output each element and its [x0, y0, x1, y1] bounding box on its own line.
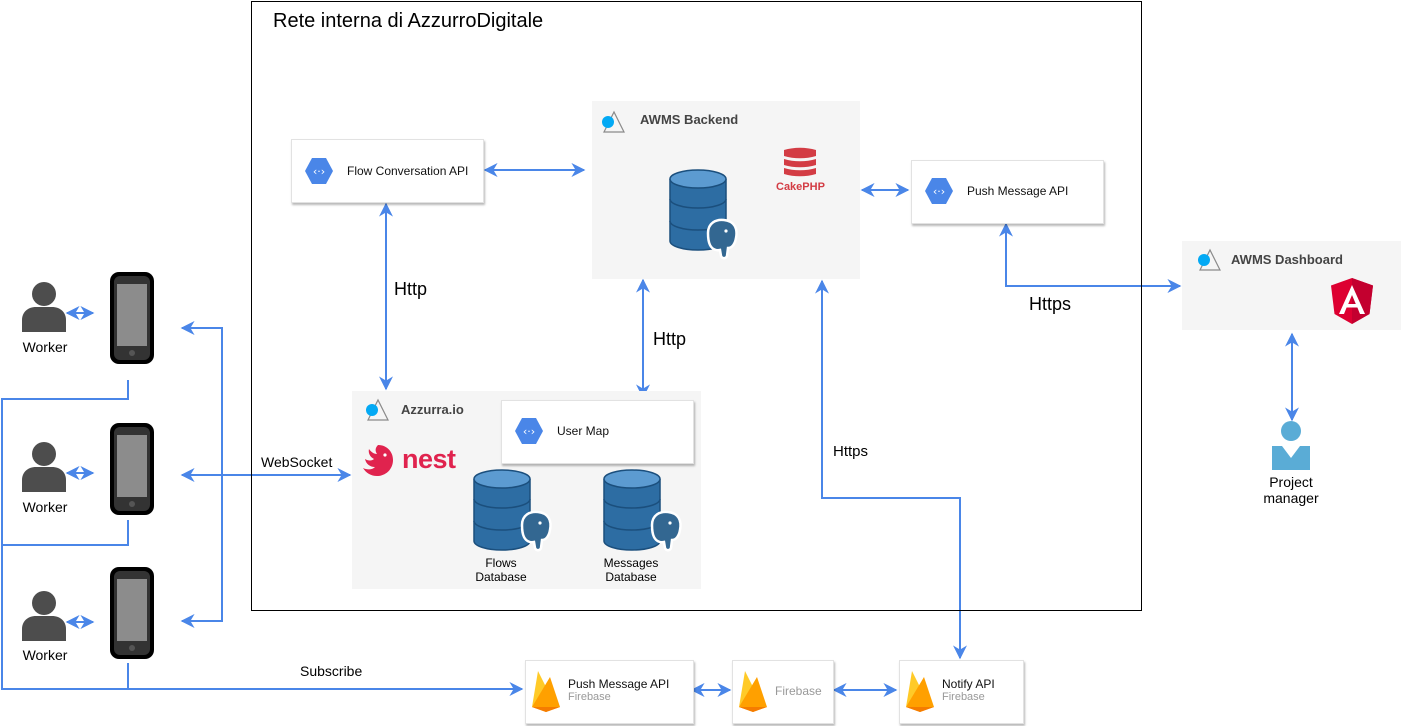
firebase-flame-icon — [906, 671, 934, 712]
api-hexagon-icon: ‹·› — [515, 418, 543, 444]
user-map-card[interactable]: ‹·› User Map — [501, 400, 694, 464]
flows-database-label-line2: Database — [475, 570, 527, 584]
notify-api-card[interactable]: Notify API Firebase — [899, 660, 1024, 724]
gcp-zone-icon — [1198, 248, 1221, 271]
worker-person-icon — [22, 591, 66, 641]
messages-database-label-line1: Messages — [603, 556, 659, 570]
firebase-core-card[interactable]: Firebase — [732, 660, 834, 724]
push-message-api-label: Push Message API — [967, 184, 1069, 198]
internal-network-frame: Rete interna di AzzurroDigitale — [251, 1, 1142, 611]
awms-dashboard-title: AWMS Dashboard — [1231, 252, 1343, 267]
edge-label-https-center: Https — [833, 443, 869, 460]
cakephp-logo-text: CakePHP — [776, 181, 825, 193]
firebase-push-message-sub: Firebase — [568, 691, 611, 703]
firebase-push-message-label: Push Message API — [568, 677, 670, 691]
firebase-core-label: Firebase — [775, 684, 822, 698]
flow-conversation-api-label: Flow Conversation API — [347, 164, 469, 178]
messages-database-label-line2: Database — [605, 570, 657, 584]
edge-label-https-right: Https — [1029, 294, 1072, 314]
azzurra-title: Azzurra.io — [401, 402, 464, 417]
gcp-zone-icon — [602, 110, 625, 133]
edge-backend-notify — [815, 279, 967, 660]
firebase-flame-icon — [739, 671, 767, 712]
push-message-api-card[interactable]: ‹·› Push Message API — [911, 160, 1104, 224]
notify-api-sub: Firebase — [942, 691, 985, 703]
worker-label: Worker — [22, 499, 68, 515]
project-manager-label: Project manager — [1256, 474, 1326, 506]
svg-text:‹·›: ‹·› — [523, 425, 535, 438]
project-manager-label-line2: manager — [1263, 490, 1319, 506]
flows-database-icon — [473, 469, 552, 552]
user-map-label: User Map — [557, 424, 610, 438]
worker-label: Worker — [22, 647, 68, 663]
edge-label-subscribe: Subscribe — [300, 663, 363, 679]
smartphone-icon — [110, 567, 154, 659]
svg-text:‹·›: ‹·› — [933, 185, 945, 198]
project-manager-label-line1: Project — [1269, 474, 1313, 490]
cakephp-logo-icon — [784, 147, 816, 177]
nestjs-logo-text: nest — [402, 444, 456, 474]
firebase-push-message-card[interactable]: Push Message API Firebase — [525, 660, 694, 724]
flows-database-label: Flows Database — [466, 556, 536, 584]
project-manager-icon — [1272, 421, 1310, 470]
edge-label-websocket: WebSocket — [261, 454, 333, 470]
flow-conversation-api-card[interactable]: ‹·› Flow Conversation API — [291, 139, 484, 203]
edge-pushapi-dashboard — [999, 222, 1182, 293]
api-hexagon-icon: ‹·› — [925, 178, 953, 204]
messages-database-label: Messages Database — [596, 556, 666, 584]
edge-label-http-left: Http — [394, 279, 428, 299]
awms-backend-title: AWMS Backend — [640, 112, 739, 127]
edge-label-http-center: Http — [653, 329, 687, 349]
worker-person-icon — [22, 442, 66, 492]
network-title: Rete interna di AzzurroDigitale — [273, 10, 544, 32]
angular-logo-icon — [1331, 278, 1373, 324]
firebase-flame-icon — [532, 671, 560, 712]
edge-subscribe-2 — [2, 520, 129, 546]
notify-api-label: Notify API — [942, 677, 995, 691]
smartphone-icon — [110, 423, 154, 515]
api-hexagon-icon: ‹·› — [305, 158, 333, 184]
awms-dashboard-group: AWMS Dashboard — [1182, 241, 1401, 330]
edge-subscribe-1 — [1, 380, 524, 696]
smartphone-icon — [110, 272, 154, 364]
messages-database-icon — [603, 469, 682, 552]
gcp-zone-icon — [366, 398, 389, 421]
awms-backend-group: AWMS Backend CakePHP — [592, 101, 860, 279]
flows-database-label-line1: Flows — [485, 556, 517, 570]
postgres-database-icon — [669, 169, 738, 260]
worker-person-icon — [22, 282, 66, 332]
nestjs-logo-icon — [363, 445, 393, 476]
worker-label: Worker — [22, 339, 68, 355]
svg-text:‹·›: ‹·› — [313, 165, 325, 178]
